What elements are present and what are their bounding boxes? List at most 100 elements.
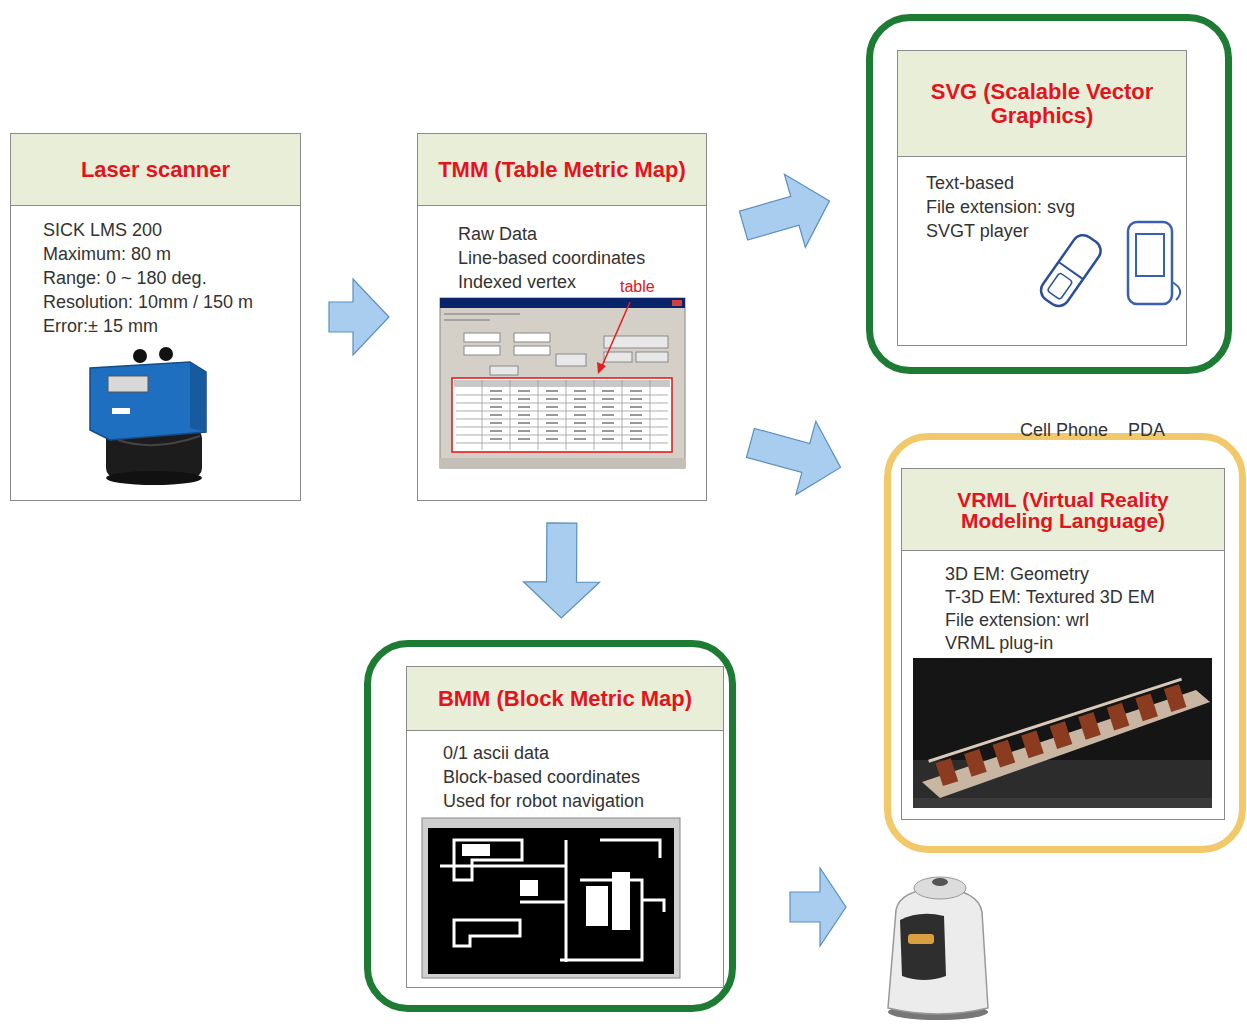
- body-line: Text-based: [926, 171, 1178, 195]
- body-line: Error:± 15 mm: [43, 314, 292, 338]
- callout-label: table: [620, 278, 655, 296]
- player-bar: [913, 798, 1212, 808]
- scanner-knob: [159, 347, 173, 361]
- window-menu: [444, 314, 520, 320]
- table-header: [454, 380, 670, 387]
- body-line: SICK LMS 200: [43, 218, 292, 242]
- header-band: SVG (Scalable Vector Graphics): [898, 51, 1186, 157]
- body-line: SVGT player: [926, 219, 1178, 243]
- pda-icon: [1128, 222, 1180, 304]
- block-arrow: [739, 174, 829, 247]
- robot-head: [914, 877, 966, 899]
- body-line: Line-based coordinates: [458, 246, 698, 270]
- body-line: T-3D EM: Textured 3D EM: [945, 586, 1216, 609]
- render-ground: [913, 658, 1212, 808]
- process-box: VRML (Virtual Reality Modeling Language)…: [901, 468, 1225, 820]
- box-heading: TMM (Table Metric Map): [438, 158, 686, 182]
- box-heading: VRML (Virtual Reality Modeling Language): [932, 489, 1194, 531]
- map-wall: [440, 840, 664, 962]
- phone-keypad: [1047, 273, 1073, 300]
- icon-caption: PDA: [1128, 418, 1165, 442]
- scanner-housing: [90, 362, 206, 440]
- body-line: Maximum: 80 m: [43, 242, 292, 266]
- map-block: [586, 886, 608, 926]
- robot-face: [900, 914, 946, 980]
- process-box: BMM (Block Metric Map) 0/1 ascii dataBloc…: [406, 666, 724, 988]
- block-arrow: [790, 868, 846, 946]
- process-box: Laser scannerSICK LMS 200Maximum: 80 mRa…: [10, 133, 301, 501]
- map-wall: [454, 840, 522, 880]
- robot-sensor: [932, 878, 948, 886]
- data-table: [452, 378, 672, 452]
- body-line: VRML plug-in: [945, 632, 1216, 655]
- icon-caption: Cell Phone: [1020, 418, 1108, 442]
- body-line: File extension: svg: [926, 195, 1178, 219]
- laser-scanner-picture: [90, 347, 206, 485]
- scanner-knob: [133, 349, 147, 363]
- input-field: [464, 333, 500, 342]
- scanner-logo: [112, 408, 130, 414]
- highlight-frame: VRML (Virtual Reality Modeling Language)…: [884, 433, 1246, 853]
- block-arrow: [524, 523, 600, 618]
- map-block: [462, 844, 490, 856]
- wall-top: [929, 679, 1182, 761]
- table-grid: [456, 380, 668, 450]
- vrml-render: [913, 658, 1212, 808]
- body-line: Indexed vertex: [458, 270, 698, 294]
- body-line: 0/1 ascii data: [443, 741, 715, 765]
- pda-screen: [1136, 234, 1164, 276]
- input-field: [514, 333, 550, 342]
- phone-body: [1037, 231, 1105, 310]
- header-band: BMM (Block Metric Map): [407, 667, 723, 731]
- input-field: [464, 346, 500, 355]
- corridor-walls: [929, 679, 1191, 788]
- scanner-display: [108, 376, 148, 392]
- robot-visor: [908, 934, 934, 944]
- box-body: 3D EM: GeometryT-3D EM: Textured 3D EMFi…: [902, 551, 1224, 655]
- robot-picture: [888, 877, 988, 1020]
- scanner-foot: [106, 471, 202, 485]
- box-heading: SVG (Scalable Vector Graphics): [906, 80, 1178, 128]
- process-box: TMM (Table Metric Map) Raw DataLine-based…: [417, 133, 707, 501]
- box-body: 0/1 ascii dataBlock-based coordinatesUse…: [407, 731, 723, 813]
- box-body: Raw DataLine-based coordinatesIndexed ve…: [418, 206, 706, 294]
- process-box: SVG (Scalable Vector Graphics) Text-based…: [897, 50, 1187, 346]
- header-band: Laser scanner: [11, 134, 300, 206]
- map-ground: [428, 828, 674, 974]
- highlight-frame: BMM (Block Metric Map) 0/1 ascii dataBloc…: [364, 640, 736, 1012]
- cell-phone-icon: [1037, 231, 1105, 310]
- wall-blocks: [936, 684, 1187, 786]
- window-close: [672, 300, 682, 306]
- pda-stylus: [1172, 282, 1180, 300]
- highlight-frame: SVG (Scalable Vector Graphics) Text-based…: [866, 14, 1232, 374]
- box-heading: BMM (Block Metric Map): [438, 687, 692, 711]
- box-heading: Laser scanner: [81, 158, 230, 182]
- box-body: Text-basedFile extension: svgSVGT player…: [898, 157, 1186, 243]
- leader-line: [602, 302, 630, 366]
- block-arrow: [329, 279, 389, 355]
- map-block: [520, 880, 538, 896]
- window-frame: [440, 298, 685, 468]
- phone-hinge: [1059, 263, 1082, 279]
- body-line: Raw Data: [458, 222, 698, 246]
- header-band: TMM (Table Metric Map): [418, 134, 706, 206]
- map-block: [612, 872, 630, 930]
- robot-body: [888, 888, 988, 1014]
- window-titlebar: [440, 298, 685, 308]
- leader-arrowhead: [597, 362, 606, 374]
- block-arrow: [746, 421, 840, 494]
- scanner-side: [190, 362, 206, 432]
- body-line: Used for robot navigation: [443, 789, 715, 813]
- body-line: Block-based coordinates: [443, 765, 715, 789]
- input-field: [514, 346, 550, 355]
- tmm-screenshot: [440, 298, 685, 468]
- bmm-map: [422, 818, 680, 978]
- button: [490, 366, 518, 375]
- header-band: VRML (Virtual Reality Modeling Language): [902, 469, 1224, 551]
- body-line: File extension: wrl: [945, 609, 1216, 632]
- body-line: Resolution: 10mm / 150 m: [43, 290, 292, 314]
- button: [556, 354, 586, 366]
- body-line: 3D EM: Geometry: [945, 563, 1216, 586]
- body-line: Range: 0 ~ 180 deg.: [43, 266, 292, 290]
